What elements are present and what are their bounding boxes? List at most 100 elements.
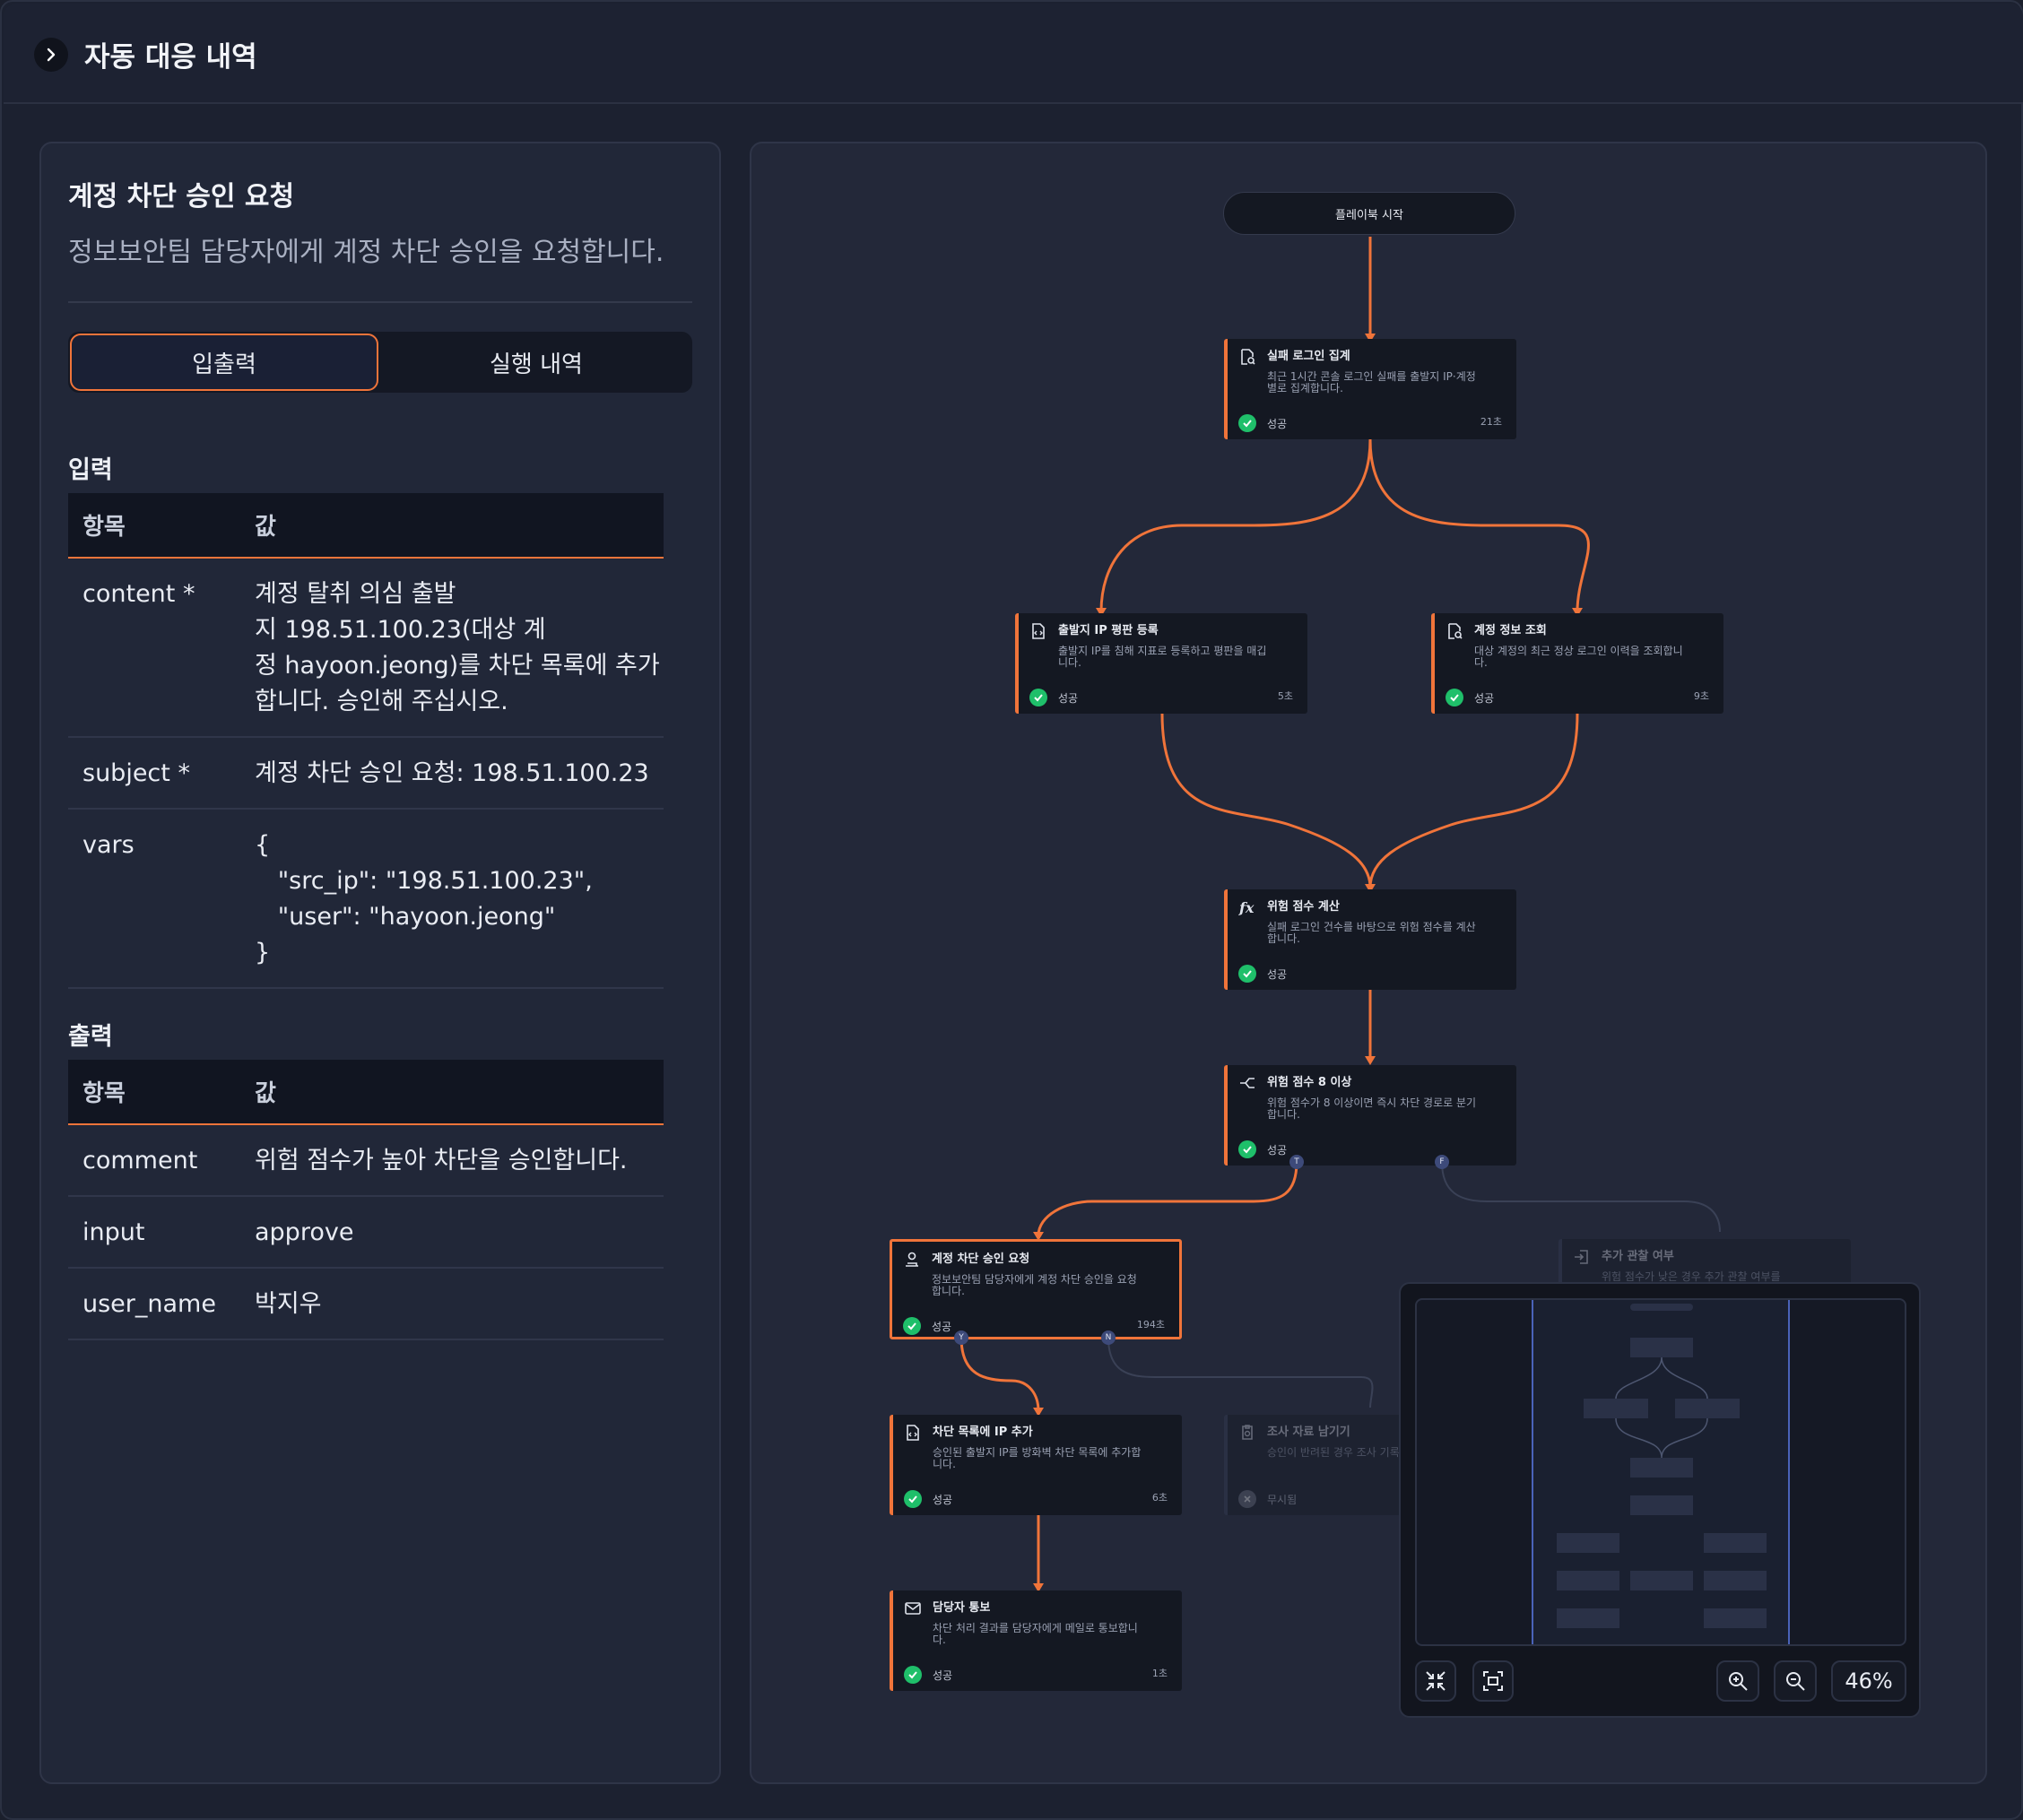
node-description: 위험 점수가 8 이상이면 즉시 차단 경로로 분기합니다. bbox=[1267, 1096, 1477, 1121]
node-description: 위험 점수가 낮은 경우 추가 관찰 여부를 bbox=[1602, 1270, 1781, 1283]
input-table: 항목 값 content * 계정 탈취 의심 출발 지 198.51.100.… bbox=[68, 493, 664, 989]
minimap-node bbox=[1704, 1571, 1767, 1590]
node-title: 위험 점수 계산 bbox=[1267, 900, 1340, 914]
mail-icon bbox=[905, 1602, 921, 1615]
row-key: vars bbox=[68, 809, 240, 989]
flow-node-risk-score[interactable]: fx 위험 점수 계산 실패 로그인 건수를 바탕으로 위험 점수를 계산합니다… bbox=[1224, 889, 1516, 990]
output-col-key: 항목 bbox=[68, 1060, 240, 1125]
node-duration: 9초 bbox=[1693, 690, 1709, 702]
node-status: 성공 bbox=[1058, 692, 1079, 705]
minimap-view[interactable] bbox=[1415, 1298, 1906, 1646]
arrow bbox=[1365, 1056, 1376, 1065]
input-section-label: 입력 bbox=[68, 456, 113, 484]
node-status: 성공 bbox=[1267, 1144, 1288, 1157]
minimap-node bbox=[1630, 1495, 1693, 1515]
arrow bbox=[1572, 608, 1583, 617]
row-value: approve bbox=[240, 1196, 664, 1269]
node-status: 무시됨 bbox=[1267, 1494, 1298, 1506]
port-false[interactable]: F bbox=[1435, 1155, 1449, 1169]
node-title: 조사 자료 남기기 bbox=[1267, 1426, 1350, 1439]
minimap-node bbox=[1557, 1608, 1619, 1628]
flow-node-account-lookup[interactable]: 계정 정보 조회 대상 계정의 최근 정상 로그인 이력을 조회합니다. 성공 … bbox=[1431, 613, 1723, 714]
table-row: input approve bbox=[68, 1196, 664, 1269]
detail-description: 정보보안팀 담당자에게 계정 차단 승인을 요청합니다. bbox=[68, 237, 664, 268]
edge bbox=[1160, 713, 1372, 888]
clipboard-search-icon bbox=[1242, 1425, 1253, 1440]
minimap-node bbox=[1630, 1458, 1693, 1478]
node-title: 실패 로그인 집계 bbox=[1267, 350, 1350, 363]
node-status: 성공 bbox=[933, 1669, 953, 1682]
check-icon bbox=[1029, 689, 1047, 706]
node-duration: 1초 bbox=[1151, 1668, 1168, 1679]
tab-io[interactable]: 입출력 bbox=[70, 334, 378, 391]
row-key: subject * bbox=[68, 737, 240, 810]
check-icon bbox=[904, 1490, 922, 1508]
document-search-icon bbox=[1241, 349, 1255, 365]
output-col-value: 값 bbox=[240, 1060, 664, 1125]
chevron-right-icon bbox=[47, 48, 56, 62]
edge bbox=[1368, 438, 1590, 612]
node-title: 출발지 IP 평판 등록 bbox=[1058, 624, 1159, 637]
node-title: 추가 관찰 여부 bbox=[1602, 1250, 1674, 1263]
minimap-node bbox=[1704, 1533, 1767, 1553]
node-title: 계정 차단 승인 요청 bbox=[932, 1252, 1030, 1266]
edge bbox=[1037, 1161, 1298, 1236]
minimap-node bbox=[1584, 1399, 1648, 1418]
row-value: 박지우 bbox=[240, 1268, 664, 1340]
edge bbox=[959, 1337, 1040, 1412]
node-description: 대상 계정의 최근 정상 로그인 이력을 조회합니다. bbox=[1474, 645, 1683, 669]
node-title: 계정 정보 조회 bbox=[1474, 624, 1547, 637]
top-bar: 자동 대응 내역 bbox=[4, 4, 2023, 104]
flow-node-block-approval[interactable]: 계정 차단 승인 요청 정보보안팀 담당자에게 계정 차단 승인을 요청합니다.… bbox=[890, 1239, 1182, 1339]
flow-node-ip-reputation[interactable]: 출발지 IP 평판 등록 출발지 IP를 침해 지표로 등록하고 평판을 매깁니… bbox=[1015, 613, 1307, 714]
fit-view-button[interactable] bbox=[1472, 1660, 1514, 1702]
edge bbox=[1099, 438, 1372, 612]
check-icon bbox=[1238, 965, 1256, 983]
row-key: input bbox=[68, 1196, 240, 1269]
node-description: 승인된 출발지 IP를 방화벽 차단 목록에 추가합니다. bbox=[933, 1446, 1142, 1470]
node-title: 차단 목록에 IP 추가 bbox=[933, 1426, 1033, 1439]
sign-in-icon bbox=[1575, 1250, 1588, 1264]
check-icon bbox=[1238, 1140, 1256, 1158]
input-col-key: 항목 bbox=[68, 493, 240, 559]
flow-edges bbox=[959, 237, 1721, 1592]
row-value: 계정 차단 승인 요청: 198.51.100.23 bbox=[240, 737, 664, 810]
flow-node-add-ip-block[interactable]: 차단 목록에 IP 추가 승인된 출발지 IP를 방화벽 차단 목록에 추가합니… bbox=[890, 1415, 1182, 1515]
row-value: 위험 점수가 높아 차단을 승인합니다. bbox=[240, 1124, 664, 1197]
arrow bbox=[1033, 1232, 1044, 1241]
output-section-label: 출력 bbox=[68, 1023, 113, 1051]
flow-canvas[interactable]: 플레이북 시작 실패 로그인 집계 최근 1시간 콘솔 로그인 실패를 출발지 … bbox=[750, 142, 1987, 1784]
port-true[interactable]: T bbox=[1289, 1155, 1304, 1169]
edge-inactive bbox=[1107, 1337, 1374, 1408]
port-yes[interactable]: Y bbox=[954, 1330, 968, 1345]
playbook-start-node[interactable]: 플레이북 시작 bbox=[1223, 192, 1515, 235]
input-col-value: 값 bbox=[240, 493, 664, 559]
arrow bbox=[1033, 1408, 1044, 1417]
minimap-node bbox=[1704, 1608, 1767, 1628]
port-no[interactable]: N bbox=[1101, 1330, 1116, 1345]
flow-node-notify-owner[interactable]: 담당자 통보 차단 처리 결과를 담당자에게 메일로 통보합니다. 성공 1초 bbox=[890, 1590, 1182, 1691]
table-row: subject * 계정 차단 승인 요청: 198.51.100.23 bbox=[68, 737, 664, 810]
tab-execution-history[interactable]: 실행 내역 bbox=[490, 351, 583, 378]
node-title: 위험 점수 8 이상 bbox=[1267, 1076, 1352, 1089]
minimap[interactable]: 46% bbox=[1399, 1282, 1921, 1718]
check-icon bbox=[903, 1317, 921, 1335]
table-row: comment 위험 점수가 높아 차단을 승인합니다. bbox=[68, 1124, 664, 1197]
zoom-level[interactable]: 46% bbox=[1831, 1660, 1906, 1702]
zoom-out-icon bbox=[1786, 1672, 1805, 1691]
fit-view-icon bbox=[1483, 1671, 1503, 1691]
zoom-out-button[interactable] bbox=[1774, 1660, 1817, 1702]
minimap-node bbox=[1675, 1399, 1740, 1418]
node-status: 성공 bbox=[932, 1321, 952, 1333]
row-key: user_name bbox=[68, 1268, 240, 1340]
node-duration: 194초 bbox=[1136, 1319, 1165, 1330]
expand-button[interactable] bbox=[34, 38, 68, 72]
flow-node-risk-branch[interactable]: 위험 점수 8 이상 위험 점수가 8 이상이면 즉시 차단 경로로 분기합니다… bbox=[1224, 1065, 1516, 1166]
flow-node-failed-login[interactable]: 실패 로그인 집계 최근 1시간 콘솔 로그인 실패를 출발지 IP·계정별로 … bbox=[1224, 339, 1516, 439]
node-status: 성공 bbox=[1267, 418, 1288, 430]
zoom-in-button[interactable] bbox=[1716, 1660, 1759, 1702]
table-row: vars { "src_ip": "198.51.100.23", "user"… bbox=[68, 809, 664, 989]
detail-tabs: 입출력 실행 내역 bbox=[68, 332, 692, 393]
collapse-button[interactable] bbox=[1415, 1660, 1456, 1702]
minimap-node bbox=[1630, 1304, 1693, 1311]
